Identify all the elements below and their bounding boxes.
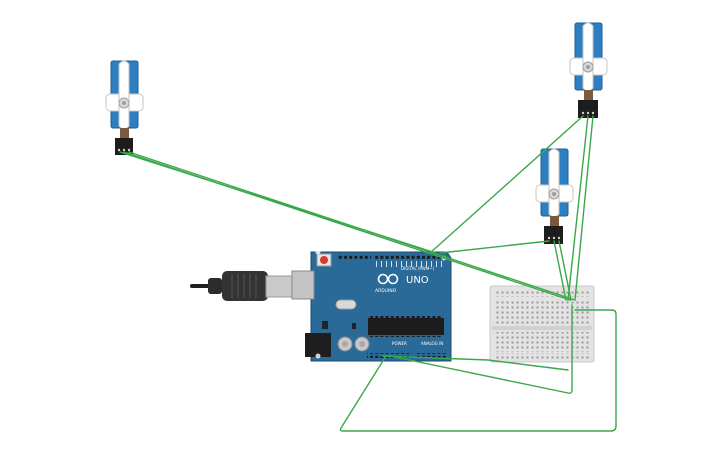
wire[interactable] [553, 240, 567, 301]
wire[interactable] [429, 115, 584, 254]
breadboard-power-rail-top [494, 289, 590, 297]
breadboard-terminal-bottom [494, 332, 590, 352]
digital-pins-label: DIGITAL (PWM~) [401, 266, 435, 271]
crystal-oscillator [335, 299, 357, 310]
servo-motor-1[interactable] [105, 60, 144, 155]
usb-b-jack [291, 270, 315, 300]
wire[interactable] [381, 355, 569, 371]
servo-2-connector [578, 100, 598, 118]
wire[interactable] [123, 151, 571, 301]
servo-motor-3[interactable] [535, 148, 574, 244]
arduino-uno-board[interactable]: ARDUINO UNO DIGITAL (PWM~) POWER ANALOG … [291, 249, 452, 362]
wire[interactable] [574, 115, 594, 301]
board-model-label: UNO [406, 275, 429, 286]
wires [119, 115, 617, 432]
servo-3-connector [544, 226, 563, 244]
header-digital-high[interactable] [337, 254, 371, 259]
header-analog[interactable] [415, 353, 447, 358]
smd-component [322, 321, 328, 329]
wire[interactable] [567, 115, 589, 301]
wire[interactable] [558, 240, 572, 301]
header-digital-low[interactable] [374, 254, 446, 259]
wire[interactable] [128, 151, 576, 301]
power-jack [305, 333, 331, 357]
board-logo-text: ARDUINO [375, 288, 397, 294]
servo-motor-2[interactable] [569, 22, 608, 118]
power-pins-label: POWER [392, 341, 407, 346]
breadboard[interactable] [489, 285, 595, 363]
breadboard-center-channel [492, 326, 592, 330]
breadboard-terminal-top [494, 299, 590, 324]
header-power[interactable] [367, 353, 412, 358]
wire[interactable] [339, 309, 617, 432]
analog-pins-label: ANALOG IN [421, 341, 443, 346]
reset-button[interactable] [320, 256, 328, 264]
smd-component [352, 323, 356, 329]
breadboard-power-rail-bottom [494, 353, 590, 360]
arduino-logo-icon [377, 273, 399, 285]
wire[interactable] [439, 240, 550, 254]
atmega-chip [368, 318, 444, 335]
wire[interactable] [389, 304, 573, 394]
usb-cable[interactable] [190, 270, 309, 301]
